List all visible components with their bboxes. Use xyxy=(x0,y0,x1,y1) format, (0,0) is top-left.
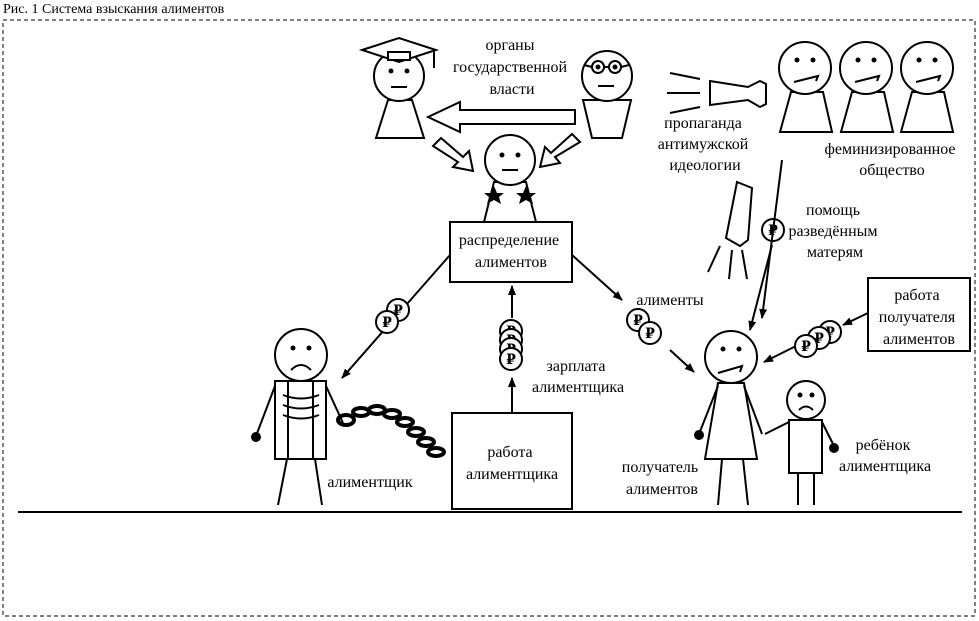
arrow-society-to-recipient xyxy=(759,159,783,319)
svg-text:₽: ₽ xyxy=(382,316,392,331)
alimony-label: алименты xyxy=(636,292,704,309)
payer-work-box xyxy=(451,412,573,510)
salary-label: зарплата алиментщика xyxy=(532,358,624,396)
svg-text:₽: ₽ xyxy=(633,314,643,329)
recipient-figure xyxy=(694,330,763,506)
svg-text:₽: ₽ xyxy=(814,332,824,347)
chain-icon xyxy=(336,404,446,458)
society-label: феминизированное общество xyxy=(824,141,959,179)
payer-work-label: работа алиментщика xyxy=(466,444,558,483)
payer-figure xyxy=(251,328,344,506)
help-label: помощь разведённым матерям xyxy=(788,202,881,261)
recipient-work-box xyxy=(867,277,971,352)
megaphone-down-icon xyxy=(707,180,754,280)
epaulette-right-icon xyxy=(516,186,536,204)
mortarboard-icon xyxy=(358,36,440,64)
coins-recipient-work: ₽ ₽ ₽ xyxy=(794,320,842,358)
coins-alimony: ₽ ₽ xyxy=(626,308,662,345)
arrow-work-to-coins xyxy=(842,312,869,326)
svg-text:₽: ₽ xyxy=(506,353,516,368)
arrow-help-to-recipient xyxy=(748,244,773,331)
coins-payer: ₽ ₽ xyxy=(375,298,410,334)
dashed-frame xyxy=(2,19,976,617)
recipient-work-label: работа получателя алиментов xyxy=(879,287,960,348)
propaganda-label: пропаганда антимужской идеологии xyxy=(658,115,753,174)
megaphone-icon xyxy=(667,72,767,114)
svg-text:₽: ₽ xyxy=(645,327,655,342)
arrow-alimony-to-recipient xyxy=(669,349,695,373)
distribution-label: распределение алиментов xyxy=(459,232,563,271)
recipient-label: получатель алиментов xyxy=(622,459,702,498)
society-face-1 xyxy=(778,41,834,133)
coins-salary-stack: ₽ ₽ ₽ ₽ xyxy=(499,319,523,371)
authority-arrow xyxy=(425,100,576,134)
official-with-glasses-figure xyxy=(581,50,633,139)
society-figures xyxy=(778,41,955,133)
judge-figure xyxy=(482,134,538,223)
authorities-label: органы государственной власти xyxy=(453,37,571,98)
arrow-official-to-judge-right xyxy=(538,132,582,169)
payer-label: алиментщик xyxy=(327,474,412,491)
society-face-3 xyxy=(899,41,955,133)
svg-text:₽: ₽ xyxy=(801,340,811,355)
distribution-box xyxy=(449,221,573,283)
arrow-distribution-to-alimony xyxy=(571,254,623,301)
society-face-2 xyxy=(839,41,895,133)
svg-text:₽: ₽ xyxy=(393,304,403,319)
epaulette-left-icon xyxy=(484,186,504,204)
arrow-official-to-judge-left xyxy=(431,136,475,173)
figure-caption: Рис. 1 Система взыскания алиментов xyxy=(3,2,225,17)
svg-text:₽: ₽ xyxy=(825,326,835,341)
child-figure xyxy=(764,380,839,505)
official-figure xyxy=(358,36,440,139)
child-label: ребёнок алиментщика xyxy=(839,437,931,475)
arrow-coins-to-recipient xyxy=(763,344,799,363)
